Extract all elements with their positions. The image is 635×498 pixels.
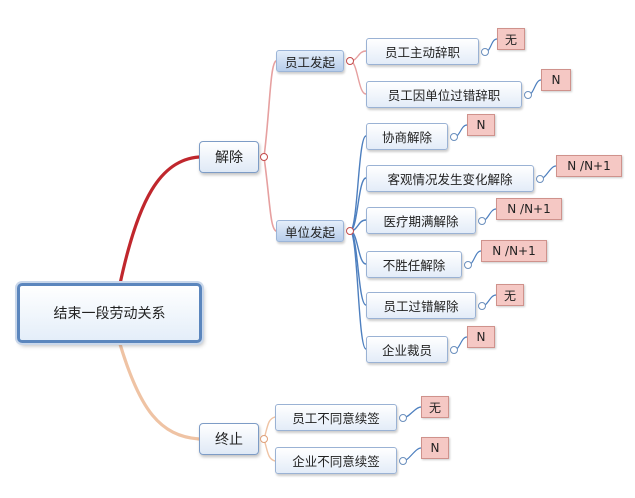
tag-resign-voluntary: 无 bbox=[497, 28, 525, 50]
leaf-employee-misconduct-knob[interactable] bbox=[478, 302, 486, 310]
leaf-medical-period-expired-knob[interactable] bbox=[478, 217, 486, 225]
link-root-jiechu bbox=[118, 155, 201, 286]
tag-label: N bbox=[430, 441, 440, 455]
root-label: 结束一段劳动关系 bbox=[53, 306, 166, 322]
leaf-label: 员工因单位过错辞职 bbox=[387, 88, 501, 103]
branch-zhongzhi-collapse-knob[interactable] bbox=[260, 435, 268, 443]
link-employer-leaf bbox=[349, 230, 367, 350]
tag-negotiated-termination: N bbox=[467, 114, 495, 136]
tag-label: 无 bbox=[504, 32, 517, 47]
tag-medical-period-expired: N /N+1 bbox=[496, 198, 562, 220]
leaf-employer-declines-renewal-knob[interactable] bbox=[399, 457, 407, 465]
leaf-layoff-knob[interactable] bbox=[450, 346, 458, 354]
leaf-label: 协商解除 bbox=[381, 130, 432, 145]
leaf-medical-period-expired[interactable]: 医疗期满解除 bbox=[366, 207, 476, 234]
group-employer-collapse-knob[interactable] bbox=[346, 227, 354, 235]
leaf-incompetence[interactable]: 不胜任解除 bbox=[366, 251, 462, 278]
root-node[interactable]: 结束一段劳动关系 bbox=[17, 283, 202, 343]
leaf-layoff[interactable]: 企业裁员 bbox=[366, 336, 448, 363]
branch-jiechu[interactable]: 解除 bbox=[199, 141, 259, 173]
tag-label: N bbox=[476, 118, 486, 132]
leaf-employee-misconduct[interactable]: 员工过错解除 bbox=[366, 292, 476, 319]
leaf-negotiated-termination[interactable]: 协商解除 bbox=[366, 123, 448, 150]
tag-label: N /N+1 bbox=[567, 159, 611, 173]
tag-layoff: N bbox=[467, 326, 495, 348]
leaf-label: 医疗期满解除 bbox=[383, 214, 459, 229]
tag-incompetence: N /N+1 bbox=[481, 240, 547, 262]
link-jiechu-employee bbox=[263, 60, 277, 158]
leaf-employer-declines-renewal[interactable]: 企业不同意续签 bbox=[275, 447, 397, 474]
tag-resign-employer-fault: N bbox=[541, 69, 571, 91]
leaf-label: 员工不同意续签 bbox=[292, 411, 380, 426]
leaf-employee-declines-renewal-knob[interactable] bbox=[399, 414, 407, 422]
link-jiechu-employer bbox=[263, 156, 277, 232]
group-employer-initiated[interactable]: 单位发起 bbox=[276, 220, 344, 242]
leaf-label: 不胜任解除 bbox=[382, 258, 446, 273]
tag-label: 无 bbox=[428, 400, 441, 415]
branch-zhongzhi-label: 终止 bbox=[215, 432, 243, 448]
group-employee-initiated-label: 员工发起 bbox=[284, 54, 335, 70]
group-employee-initiated[interactable]: 员工发起 bbox=[276, 50, 344, 72]
leaf-label: 员工过错解除 bbox=[383, 299, 459, 314]
leaf-employee-declines-renewal[interactable]: 员工不同意续签 bbox=[275, 404, 397, 431]
leaf-resign-employer-fault[interactable]: 员工因单位过错辞职 bbox=[366, 81, 522, 108]
tag-employee-declines-renewal: 无 bbox=[421, 396, 449, 418]
tag-employer-declines-renewal: N bbox=[421, 437, 449, 459]
tag-label: N bbox=[551, 73, 561, 87]
leaf-resign-employer-fault-knob[interactable] bbox=[524, 91, 532, 99]
leaf-circumstance-change-knob[interactable] bbox=[536, 175, 544, 183]
tag-label: N /N+1 bbox=[492, 244, 536, 258]
leaf-resign-voluntary-knob[interactable] bbox=[481, 48, 489, 56]
branch-zhongzhi[interactable]: 终止 bbox=[199, 423, 259, 455]
link-employer-leaf bbox=[349, 135, 367, 232]
leaf-label: 企业裁员 bbox=[381, 343, 432, 358]
branch-jiechu-collapse-knob[interactable] bbox=[260, 153, 268, 161]
tag-label: N /N+1 bbox=[507, 202, 551, 216]
tag-circumstance-change: N /N+1 bbox=[556, 155, 622, 177]
leaf-incompetence-knob[interactable] bbox=[464, 261, 472, 269]
leaf-circumstance-change[interactable]: 客观情况发生变化解除 bbox=[366, 165, 534, 192]
branch-jiechu-label: 解除 bbox=[215, 150, 243, 166]
leaf-label: 员工主动辞职 bbox=[384, 45, 460, 60]
leaf-negotiated-termination-knob[interactable] bbox=[450, 133, 458, 141]
tag-label: N bbox=[476, 330, 486, 344]
link-root-zhongzhi bbox=[118, 342, 201, 441]
tag-label: 无 bbox=[503, 288, 516, 303]
leaf-resign-voluntary[interactable]: 员工主动辞职 bbox=[366, 38, 479, 65]
link-employee-leaf bbox=[349, 60, 367, 95]
leaf-label: 客观情况发生变化解除 bbox=[387, 172, 513, 187]
leaf-label: 企业不同意续签 bbox=[292, 454, 380, 469]
group-employer-initiated-label: 单位发起 bbox=[284, 224, 335, 240]
group-employee-collapse-knob[interactable] bbox=[346, 57, 354, 65]
tag-employee-misconduct: 无 bbox=[496, 284, 524, 306]
